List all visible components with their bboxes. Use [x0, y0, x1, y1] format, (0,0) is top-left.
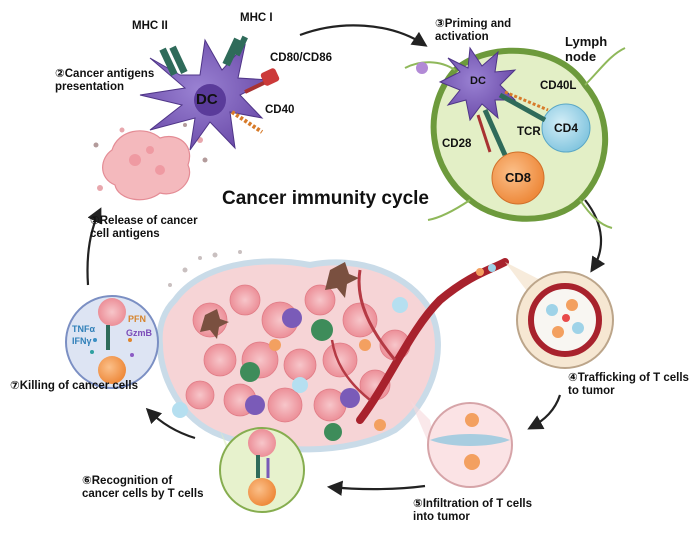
arrow-priming-to-trafficking — [584, 199, 606, 273]
cd40-label: CD40 — [265, 104, 295, 116]
mhc2-label: MHC II — [132, 20, 168, 32]
arrow-recognition-to-killing — [145, 407, 196, 440]
step-priming-label: ③Priming and activation — [435, 18, 512, 43]
arrow-infiltration-to-recognition — [326, 480, 426, 496]
dendritic-cell-top — [139, 35, 280, 151]
cd40l-label: CD40L — [540, 80, 577, 92]
mhc1-label: MHC I — [240, 12, 273, 24]
inset-trafficking — [505, 262, 614, 369]
lymph-node — [404, 46, 626, 229]
cycle-arrows — [86, 24, 606, 496]
cd8-label: CD8 — [505, 170, 532, 185]
inset-killing — [65, 295, 159, 389]
tnfa-label: TNFα — [72, 324, 96, 334]
arrow-trafficking-to-infiltration — [527, 394, 562, 430]
cancer-antigens-cluster — [93, 123, 208, 201]
step-recognition-label: ⑥Recognition of cancer cells by T cells — [82, 475, 204, 500]
tumor-mass — [156, 250, 441, 453]
tcr-label: TCR — [517, 126, 541, 138]
step-release-label: ①Release of cancer cell antigens — [90, 215, 198, 240]
step-trafficking-label: ④Trafficking of T cells to tumor — [568, 372, 689, 397]
gzmb-label: GzmB — [126, 328, 153, 338]
cd4-label: CD4 — [554, 121, 579, 135]
step-infiltration-label: ⑤Infiltration of T cells into tumor — [413, 498, 532, 523]
arrow-killing-to-release — [86, 207, 102, 286]
blood-vessel — [330, 258, 509, 424]
cd80-cd86-label: CD80/CD86 — [270, 52, 332, 64]
step-presentation-label: ②Cancer antigens presentation — [55, 68, 155, 93]
lymph-node-label: Lymph node — [565, 34, 608, 64]
ifng-label: IFNγ — [72, 336, 92, 346]
arrow-presentation-to-priming — [299, 24, 428, 47]
figure-title: Cancer immunity cycle — [222, 188, 429, 209]
step-killing-label: ⑦Killing of cancer cells — [10, 380, 138, 392]
pfn-label: PFN — [128, 314, 146, 324]
dc-node-label: DC — [470, 75, 486, 87]
dc-top-label: DC — [196, 91, 218, 108]
cd28-label: CD28 — [442, 138, 472, 150]
inset-recognition — [219, 427, 305, 513]
inset-infiltration — [410, 400, 513, 488]
